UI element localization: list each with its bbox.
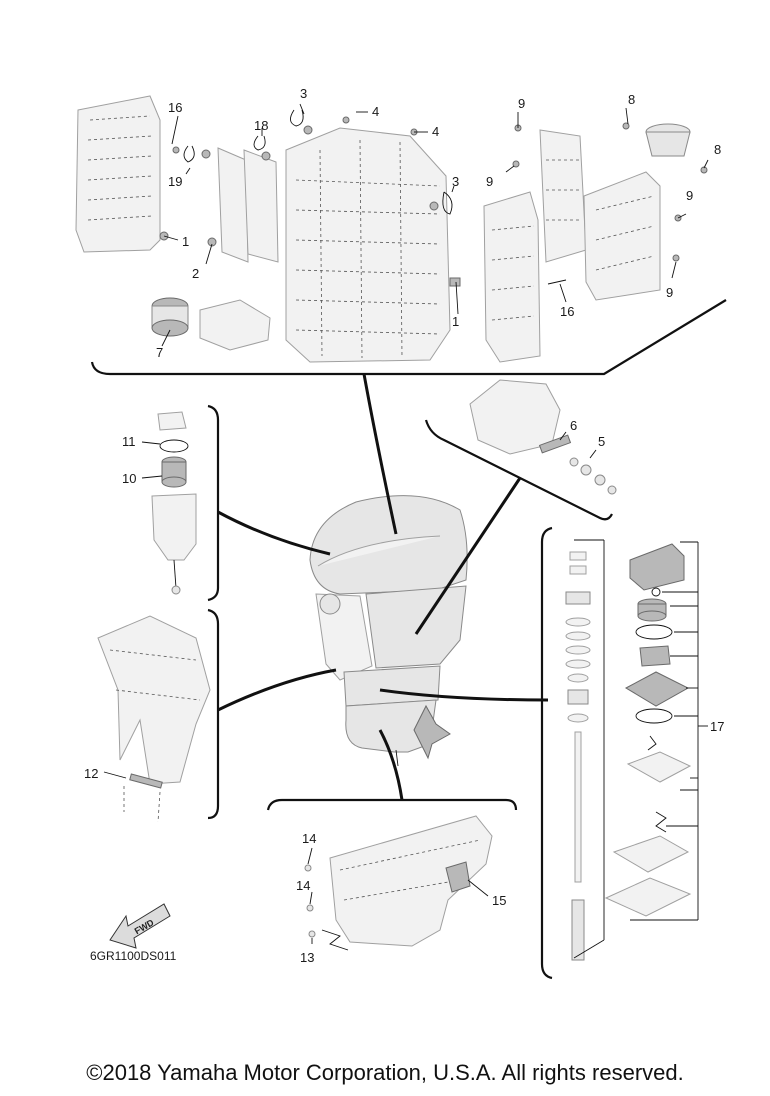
- callout-16a: 16: [168, 100, 182, 115]
- filter-o-ring: [159, 439, 189, 453]
- callout-9d: 9: [666, 285, 673, 300]
- fuel-filter-section-bracket: [207, 404, 220, 602]
- clamp-bracket-section-bracket: [207, 608, 220, 820]
- lower-casing: [329, 815, 493, 947]
- callout-5: 5: [598, 434, 605, 449]
- pump-base: [626, 751, 692, 783]
- callout-9a: 9: [518, 96, 525, 111]
- callout-17-bracket: [630, 541, 708, 921]
- pump-housing: [629, 543, 685, 591]
- pump-insert-cartridge: [637, 598, 667, 622]
- callout-2: 2: [192, 266, 199, 281]
- callout-1b: 1: [452, 314, 459, 329]
- outboard-motor: [309, 495, 468, 767]
- thermostat-cover: [645, 123, 691, 157]
- intake-manifold: [583, 171, 661, 301]
- bottom-cowling: [365, 585, 467, 669]
- lower-casing-section-bracket: [266, 798, 518, 811]
- head-gasket: [243, 149, 279, 263]
- callout-14b: 14: [296, 878, 310, 893]
- engine-section: 16 19 18 3 4 4 3 1 2 7 1 16 9 9 8 8 9 9: [75, 86, 727, 376]
- diagram-code: 6GR1100DS011: [90, 949, 177, 963]
- callout-10: 10: [122, 471, 136, 486]
- outer-plate: [624, 671, 690, 707]
- callout-13: 13: [300, 950, 314, 965]
- anode-plate: [129, 773, 163, 789]
- callout-19: 19: [168, 174, 182, 189]
- callout-12: 12: [84, 766, 98, 781]
- callout-4a: 4: [372, 104, 379, 119]
- callout-9c: 9: [686, 188, 693, 203]
- plate-gasket: [635, 708, 673, 724]
- cylinder-head-left: [75, 95, 161, 253]
- forward-arrow: FWD: [109, 903, 171, 949]
- mid-section: [343, 665, 441, 707]
- fuel-pump-section-bracket: [424, 419, 613, 521]
- gear-case-plate: [604, 877, 692, 917]
- engine-block: [285, 127, 451, 363]
- callout-14a: 14: [302, 831, 316, 846]
- callout-4b: 4: [432, 124, 439, 139]
- callout-8b: 8: [714, 142, 721, 157]
- fuel-pump-section: 6 5: [424, 379, 617, 521]
- water-pump-parts: [604, 543, 692, 917]
- callout-18: 18: [254, 118, 268, 133]
- lower-unit: [345, 699, 437, 753]
- pump-gasket: [635, 624, 673, 640]
- trim-tab: [445, 861, 471, 893]
- gear-case-gasket: [612, 835, 690, 873]
- callout-1a: 1: [182, 234, 189, 249]
- fwd-arrow-icon: [109, 903, 171, 949]
- oil-filter-bracket: [199, 299, 271, 351]
- callout-3b: 3: [452, 174, 459, 189]
- o-rings: [183, 109, 453, 215]
- copyright-notice: ©2018 Yamaha Motor Corporation, U.S.A. A…: [86, 1060, 684, 1085]
- callout-6: 6: [570, 418, 577, 433]
- clamp-bracket-section: 12: [84, 608, 220, 823]
- filter-housing: [151, 493, 197, 561]
- engine-section-bracket: [90, 299, 727, 376]
- head-cover-plate: [217, 147, 249, 263]
- engine-leader-lines: [161, 103, 709, 347]
- callout-9b: 9: [486, 174, 493, 189]
- callout-17: 17: [710, 719, 724, 734]
- callout-3a: 3: [300, 86, 307, 101]
- propeller: [413, 704, 451, 760]
- filter-cap: [157, 411, 187, 431]
- callout-7: 7: [156, 345, 163, 360]
- water-pump-section: 17: [540, 526, 724, 980]
- callout-11: 11: [122, 434, 136, 449]
- callout-8a: 8: [628, 92, 635, 107]
- exhaust-manifold: [539, 129, 587, 263]
- drive-shaft-stack: [565, 551, 591, 961]
- vapor-separator: [469, 379, 561, 455]
- fuel-filter-section: 11 10: [122, 404, 220, 602]
- fuel-line-parts: [538, 434, 617, 495]
- clamp-bracket: [97, 615, 211, 785]
- callout-16b: 16: [560, 304, 574, 319]
- cylinder-head-right: [483, 191, 541, 363]
- lower-casing-section: 14 14 13 15: [266, 798, 518, 965]
- water-pump-section-bracket: [540, 526, 553, 980]
- filter-element: [161, 456, 187, 488]
- pump-o-ring-small: [651, 587, 661, 597]
- impeller: [639, 645, 671, 667]
- connector-lines: [217, 373, 549, 801]
- callout-15: 15: [492, 893, 506, 908]
- small-fasteners: [159, 116, 708, 287]
- oil-filter: [151, 297, 189, 337]
